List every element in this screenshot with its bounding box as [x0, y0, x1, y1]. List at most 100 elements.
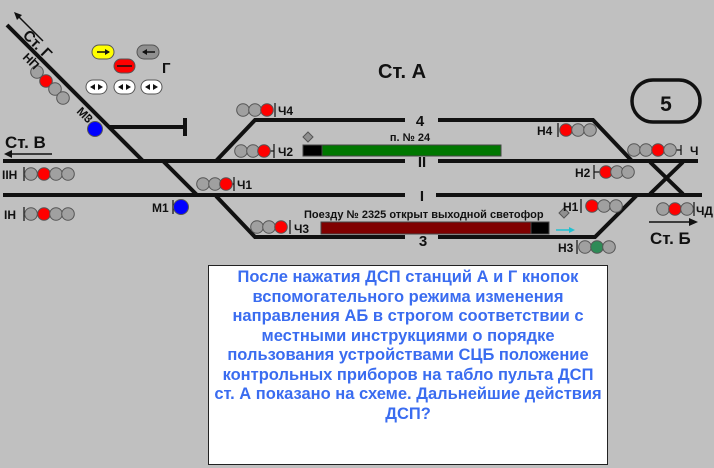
- signal-lamp: [257, 144, 271, 158]
- signal-lamp: [248, 103, 262, 117]
- track-3-right: [438, 193, 639, 239]
- signal-lamp: [24, 167, 38, 181]
- signal-lamp: [87, 121, 103, 137]
- signal-label: IН: [4, 208, 16, 222]
- signal-lamp: [219, 177, 233, 191]
- question-text: После нажатия ДСП станций А и Г кнопок в…: [208, 265, 608, 465]
- track-3-left: [214, 194, 405, 239]
- signal-ch2[interactable]: Ч2: [234, 144, 294, 159]
- panel-g-label: Г: [162, 60, 171, 77]
- signal-label: Ч4: [278, 104, 293, 118]
- track-4-right: [438, 118, 634, 163]
- signal-lamp: [274, 220, 288, 234]
- signal-label: Н3: [558, 241, 574, 255]
- track-II-label: II: [418, 154, 426, 171]
- signal-m1[interactable]: М1: [152, 199, 189, 216]
- track3-route-bar: [320, 221, 532, 235]
- track-to-g: [5, 23, 145, 163]
- aux-button-3[interactable]: [140, 79, 163, 95]
- track-4-left: [214, 118, 405, 163]
- signal-lamp: [236, 103, 250, 117]
- signal-lamp: [602, 240, 616, 254]
- signal-lamp: [583, 123, 597, 137]
- badge-number: 5: [660, 93, 672, 116]
- signal-lamp: [559, 123, 573, 137]
- signal-lamp: [37, 207, 51, 221]
- signal-lamp: [39, 74, 53, 88]
- track-3-label: 3: [419, 233, 427, 250]
- signal-ch4[interactable]: Ч4: [236, 103, 294, 118]
- crossover-left: [161, 159, 199, 197]
- direction-b-label: Ст. Б: [650, 229, 691, 248]
- signal-lamp: [48, 82, 62, 96]
- signal-lamp: [680, 202, 694, 216]
- signal-lamp: [590, 240, 604, 254]
- crossover-right-b: [648, 160, 685, 196]
- signal-lamp: [24, 207, 38, 221]
- track-I-label: I: [420, 188, 424, 205]
- signal-lamp: [578, 240, 592, 254]
- signal-lamp: [621, 165, 635, 179]
- signal-label: Ч1: [237, 178, 252, 192]
- signal-lamp: [61, 207, 75, 221]
- signal-mast: [85, 113, 91, 119]
- signal-lamp: [30, 65, 44, 79]
- aux-mode-buttons: [85, 79, 163, 95]
- signal-lamp: [37, 167, 51, 181]
- signal-lamp: [609, 199, 623, 213]
- signal-lamp: [668, 202, 682, 216]
- aux-button-2[interactable]: [113, 79, 136, 95]
- signal-lamp: [639, 143, 653, 157]
- signal-label: Н2: [575, 166, 591, 180]
- signal-lamp: [61, 167, 75, 181]
- signal-ch1[interactable]: Ч1: [196, 177, 253, 192]
- signal-label: IIН: [2, 168, 17, 182]
- signal-lamp: [663, 143, 677, 157]
- station-title: Ст. А: [378, 61, 426, 83]
- signal-chd[interactable]: ЧД: [656, 202, 714, 218]
- signal-label: Н1: [563, 200, 579, 214]
- signal-np[interactable]: НП: [20, 50, 70, 105]
- signal-lamp: [56, 91, 70, 105]
- direction-v-label: Ст. В: [5, 133, 46, 152]
- signal-ch[interactable]: Ч: [627, 143, 699, 158]
- signal-label: Ч: [690, 144, 698, 158]
- signal-lamp: [571, 123, 585, 137]
- aux-button-1[interactable]: [85, 79, 108, 95]
- signal-lamp: [262, 220, 276, 234]
- signal-mast: [29, 57, 37, 65]
- signal-m3[interactable]: М3: [74, 104, 103, 137]
- track2-occupancy-label: п. № 24: [390, 132, 431, 144]
- signal-iin[interactable]: IIН: [2, 167, 75, 182]
- signal-label: Ч2: [278, 145, 293, 159]
- track3-route-label: Поезду № 2325 открыт выходной светофор: [304, 209, 544, 221]
- diamond-indicator-n3: [558, 207, 570, 219]
- diamond-indicator-ch2: [302, 131, 314, 143]
- signal-lamp: [173, 199, 189, 215]
- signal-label: Н4: [537, 124, 553, 138]
- signal-lamp: [585, 199, 599, 213]
- signal-n3[interactable]: Н3: [558, 240, 616, 255]
- signal-ch3[interactable]: Ч3: [250, 220, 310, 236]
- signal-lamp: [49, 167, 63, 181]
- direction-g-arrow: [15, 13, 44, 42]
- signal-lamp: [597, 199, 611, 213]
- signal-in[interactable]: IН: [4, 207, 75, 222]
- badge-frame: [630, 78, 702, 124]
- signal-lamp: [196, 177, 210, 191]
- signal-lamp: [651, 143, 665, 157]
- signal-lamp: [234, 144, 248, 158]
- signal-n4[interactable]: Н4: [537, 123, 597, 138]
- track-4-label: 4: [416, 113, 425, 130]
- signal-n2[interactable]: Н2: [575, 165, 635, 180]
- signal-lamp: [49, 207, 63, 221]
- signal-label: ЧД: [696, 204, 713, 218]
- signal-label: М1: [152, 201, 169, 215]
- tracks: [3, 23, 702, 239]
- signal-lamp: [627, 143, 641, 157]
- signal-n1[interactable]: Н1: [563, 199, 623, 214]
- signal-lamp: [656, 202, 670, 216]
